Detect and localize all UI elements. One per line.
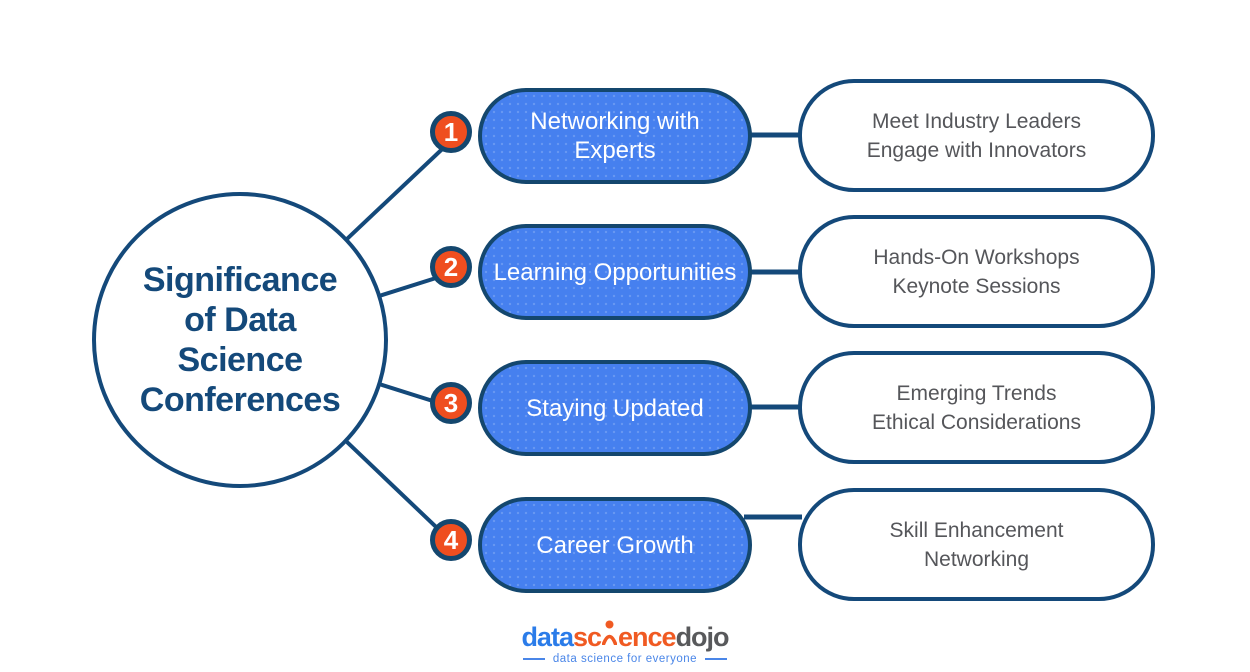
badge-number: 2 [443,251,459,282]
logo-text-dojo: dojo [675,622,730,652]
logo-text-ence: ence [618,622,677,652]
number-badge-2: 2 [430,246,472,288]
number-badge-3: 3 [430,382,472,424]
detail-line: Networking [923,547,1030,571]
detail-line: Ethical Considerations [872,410,1081,434]
page-title-line: Science [177,341,303,379]
tagline-text: data science for everyone [552,653,698,665]
detail-box-staying-updated: Emerging Trends Ethical Considerations [798,351,1155,464]
number-badge-1: 1 [430,111,472,153]
topic-pill-label: Career Growth [536,531,694,559]
logo-text-sc: sc [572,622,602,652]
brand-logo: data sc ence dojo [521,620,730,652]
detail-line: Emerging Trends [896,381,1057,405]
topic-pill-label: Networking with Experts [530,108,700,164]
detail-line: Keynote Sessions [892,274,1061,298]
detail-box-networking: Meet Industry Leaders Engage with Innova… [798,79,1155,192]
page-title-line: Conferences [139,381,341,419]
person-icon [601,620,618,650]
brand-tagline: data science for everyone [522,653,728,665]
central-topic-circle: Significance of Data Science Conferences [92,192,388,488]
topic-pill-label: Staying Updated [526,394,704,422]
badge-number: 4 [443,524,459,555]
number-badge-4: 4 [430,519,472,561]
tagline-dash-right [705,658,728,660]
badge-number: 3 [443,387,459,418]
topic-pill-label: Learning Opportunities [493,258,737,286]
tagline-dash-left [522,658,545,660]
detail-line: Engage with Innovators [866,138,1087,162]
page-title-line: of Data [184,301,296,339]
topic-pill-learning: Learning Opportunities [478,224,752,320]
logo-text-data: data [521,622,574,652]
badge-number: 1 [443,116,459,147]
detail-box-learning: Hands-On Workshops Keynote Sessions [798,215,1155,328]
footer-logo: data sc ence dojo data science for every… [0,620,1250,665]
detail-line: Skill Enhancement [889,518,1064,542]
topic-pill-career-growth: Career Growth [478,497,752,593]
topic-pill-networking: Networking with Experts [478,88,752,184]
detail-line: Meet Industry Leaders [872,109,1081,133]
topic-pill-staying-updated: Staying Updated [478,360,752,456]
page-title: Significance of Data Science Conferences [139,260,341,420]
page-title-line: Significance [142,261,338,299]
detail-box-career-growth: Skill Enhancement Networking [798,488,1155,601]
detail-line: Hands-On Workshops [873,245,1080,269]
